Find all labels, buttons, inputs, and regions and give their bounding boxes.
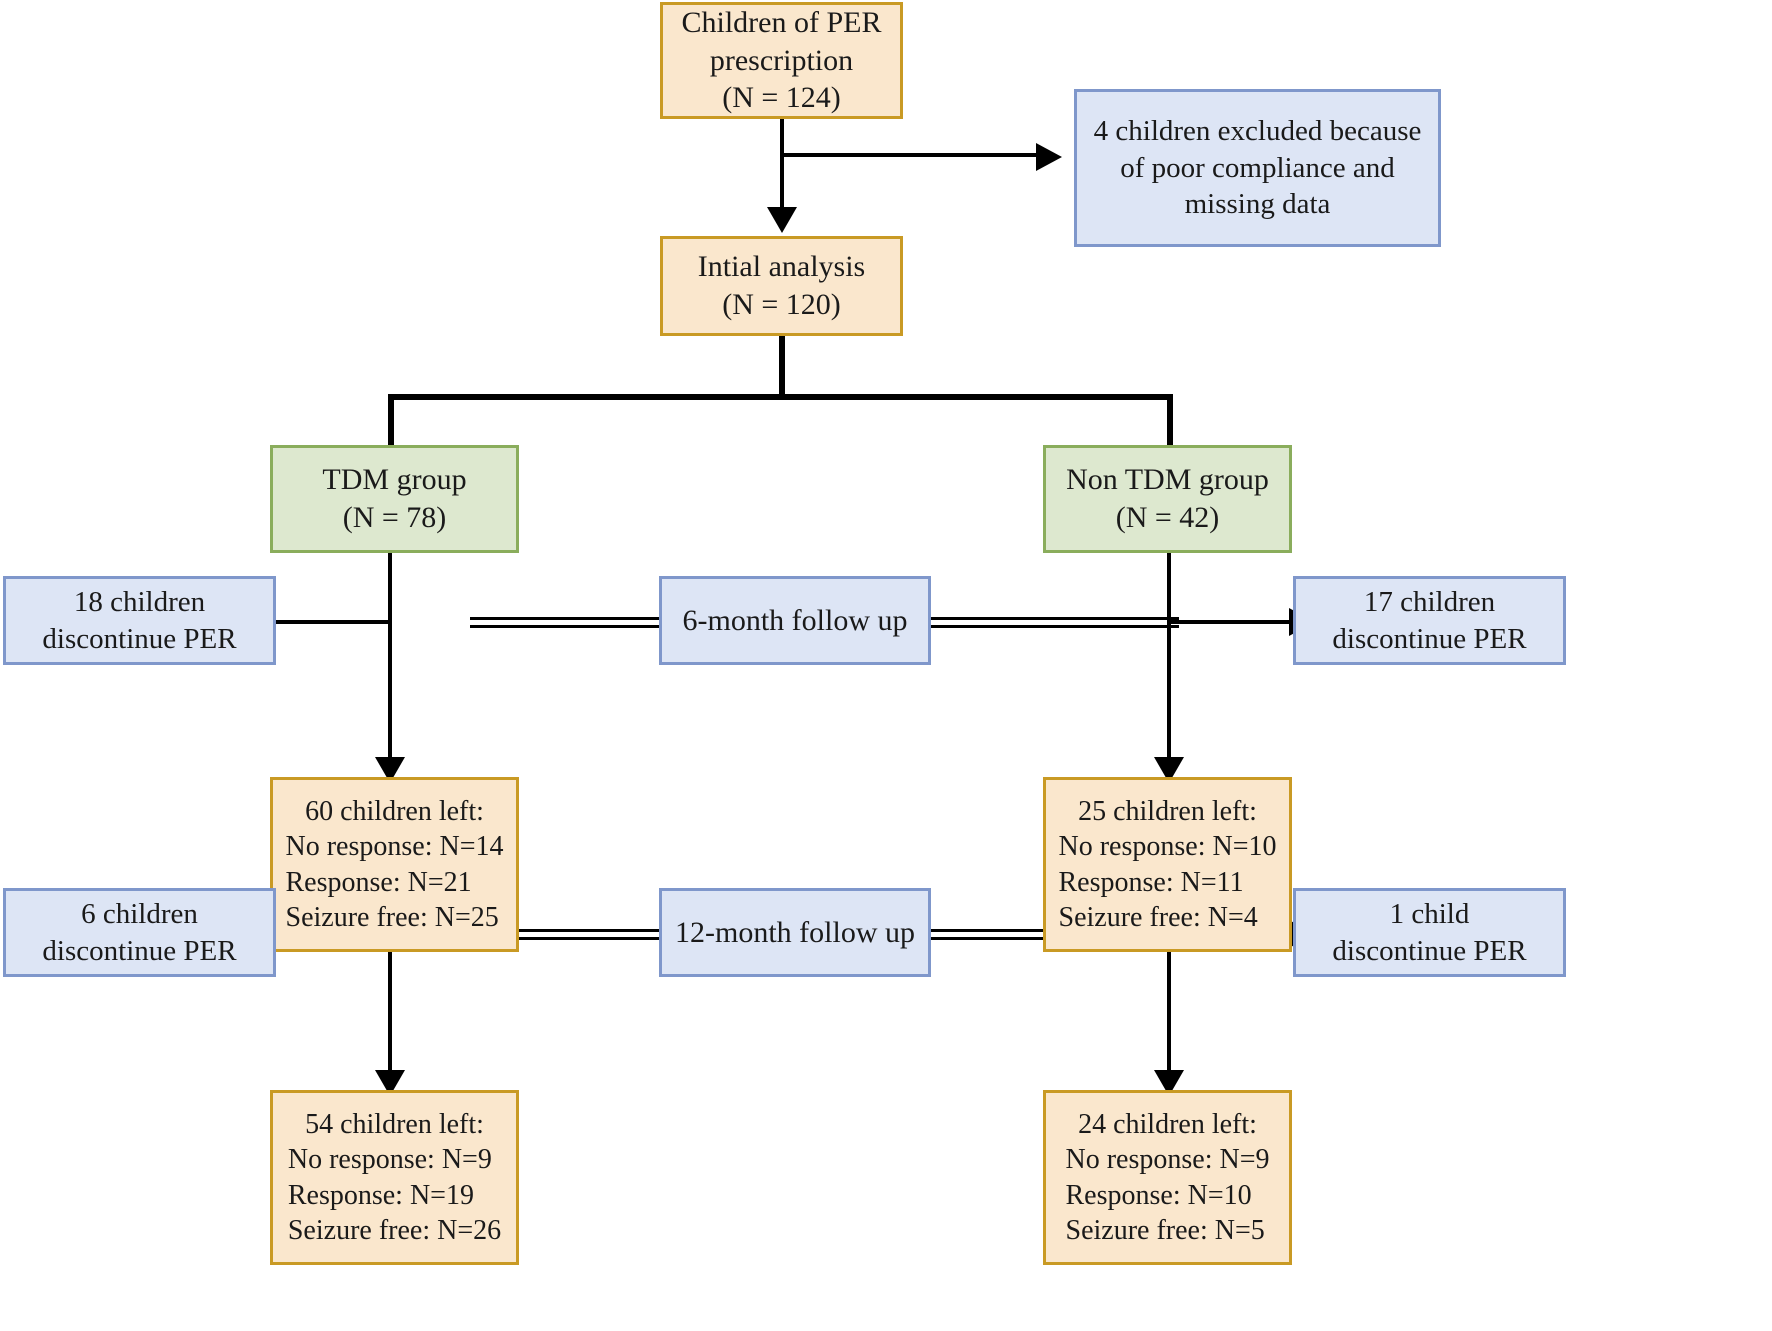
connector-nontdm-6m-to-12m — [1167, 860, 1171, 1095]
node-tdm-outcome-6m-line1: 60 children left: — [305, 795, 484, 827]
node-non-tdm-group-line2: (N = 42) — [1115, 501, 1220, 534]
node-excluded-line3: missing data — [1184, 188, 1331, 221]
node-tdm-outcome-6m[interactable]: 60 children left: No response: N=14 Resp… — [270, 777, 519, 952]
rail-6m-left — [470, 617, 660, 628]
node-nontdm-outcome-12m-line2: No response: N=9 — [1065, 1144, 1270, 1176]
node-nontdm-outcome-6m-line2: No response: N=10 — [1058, 831, 1277, 863]
connector-split-left-drop — [388, 394, 394, 446]
node-enrollment-line2: prescription — [709, 43, 854, 77]
connector-enrollment-to-initial — [780, 118, 784, 218]
connector-initial-split-stem — [779, 335, 785, 397]
connector-tdm-to-6m — [388, 552, 392, 782]
node-nontdm-outcome-12m[interactable]: 24 children left: No response: N=9 Respo… — [1043, 1090, 1292, 1265]
node-nontdm-discontinue-12m-line2: discontinue PER — [1332, 934, 1527, 967]
connector-tdm-6m-to-12m — [388, 860, 392, 1095]
node-followup-12m-label: 12-month follow up — [675, 915, 915, 949]
node-tdm-group-line2: (N = 78) — [342, 501, 447, 534]
node-tdm-group[interactable]: TDM group (N = 78) — [270, 445, 519, 553]
node-nontdm-outcome-6m-line4: Seizure free: N=4 — [1058, 901, 1258, 933]
node-followup-12m[interactable]: 12-month follow up — [659, 888, 931, 977]
connector-enrollment-to-excluded — [780, 153, 1040, 157]
node-tdm-outcome-12m[interactable]: 54 children left: No response: N=9 Respo… — [270, 1090, 519, 1265]
node-non-tdm-group[interactable]: Non TDM group (N = 42) — [1043, 445, 1292, 553]
node-nontdm-discontinue-6m[interactable]: 17 children discontinue PER — [1293, 576, 1566, 665]
node-tdm-discontinue-6m[interactable]: 18 children discontinue PER — [3, 576, 276, 665]
node-initial-analysis-line2: (N = 120) — [722, 288, 841, 321]
node-enrollment-line3: (N = 124) — [722, 81, 841, 115]
node-tdm-group-line1: TDM group — [322, 463, 467, 497]
node-followup-6m-label: 6-month follow up — [682, 603, 908, 637]
rail-6m-right — [929, 617, 1179, 628]
node-nontdm-discontinue-12m[interactable]: 1 child discontinue PER — [1293, 888, 1566, 977]
node-nontdm-discontinue-6m-line1: 17 children — [1363, 585, 1496, 618]
connector-nontdm-6m-discontinue — [1169, 620, 1293, 624]
node-nontdm-discontinue-12m-line1: 1 child — [1389, 897, 1470, 930]
node-tdm-outcome-6m-line4: Seizure free: N=25 — [285, 901, 499, 933]
node-followup-6m[interactable]: 6-month follow up — [659, 576, 931, 665]
node-tdm-discontinue-12m[interactable]: 6 children discontinue PER — [3, 888, 276, 977]
node-enrollment-line1: Children of PER — [681, 5, 882, 39]
node-initial-analysis-line1: Intial analysis — [697, 250, 866, 284]
node-enrollment[interactable]: Children of PER prescription (N = 124) — [660, 2, 903, 119]
node-nontdm-outcome-6m-line1: 25 children left: — [1078, 795, 1257, 827]
node-tdm-outcome-12m-line4: Seizure free: N=26 — [287, 1214, 502, 1246]
connector-tdm-6m-discontinue — [270, 620, 390, 624]
node-nontdm-outcome-6m[interactable]: 25 children left: No response: N=10 Resp… — [1043, 777, 1292, 952]
node-tdm-outcome-6m-line2: No response: N=14 — [285, 831, 504, 863]
node-tdm-outcome-12m-line2: No response: N=9 — [287, 1144, 492, 1176]
node-nontdm-outcome-12m-line4: Seizure free: N=5 — [1065, 1214, 1265, 1246]
node-non-tdm-group-line1: Non TDM group — [1066, 463, 1269, 497]
node-excluded-line2: of poor compliance and — [1120, 151, 1395, 184]
arrowhead-initial-analysis — [767, 207, 797, 233]
rail-12m-left — [470, 929, 660, 940]
connector-split-bar — [388, 394, 1173, 400]
node-nontdm-outcome-12m-line3: Response: N=10 — [1065, 1179, 1252, 1211]
connector-split-right-drop — [1167, 394, 1173, 446]
node-tdm-discontinue-12m-line2: discontinue PER — [42, 934, 237, 967]
node-nontdm-outcome-12m-line1: 24 children left: — [1078, 1108, 1257, 1140]
node-tdm-outcome-6m-line3: Response: N=21 — [285, 866, 472, 898]
node-excluded-line1: 4 children excluded because — [1093, 115, 1422, 148]
node-nontdm-discontinue-6m-line2: discontinue PER — [1332, 622, 1527, 655]
node-tdm-outcome-12m-line3: Response: N=19 — [287, 1179, 474, 1211]
node-tdm-discontinue-6m-line1: 18 children — [73, 585, 206, 618]
node-excluded[interactable]: 4 children excluded because of poor comp… — [1074, 89, 1441, 247]
node-nontdm-outcome-6m-line3: Response: N=11 — [1058, 866, 1244, 898]
node-initial-analysis[interactable]: Intial analysis (N = 120) — [660, 236, 903, 336]
node-tdm-discontinue-12m-line1: 6 children — [81, 897, 198, 930]
arrowhead-excluded — [1036, 143, 1062, 171]
node-tdm-outcome-12m-line1: 54 children left: — [305, 1108, 484, 1140]
node-tdm-discontinue-6m-line2: discontinue PER — [42, 622, 237, 655]
connector-nontdm-to-6m — [1167, 552, 1171, 782]
